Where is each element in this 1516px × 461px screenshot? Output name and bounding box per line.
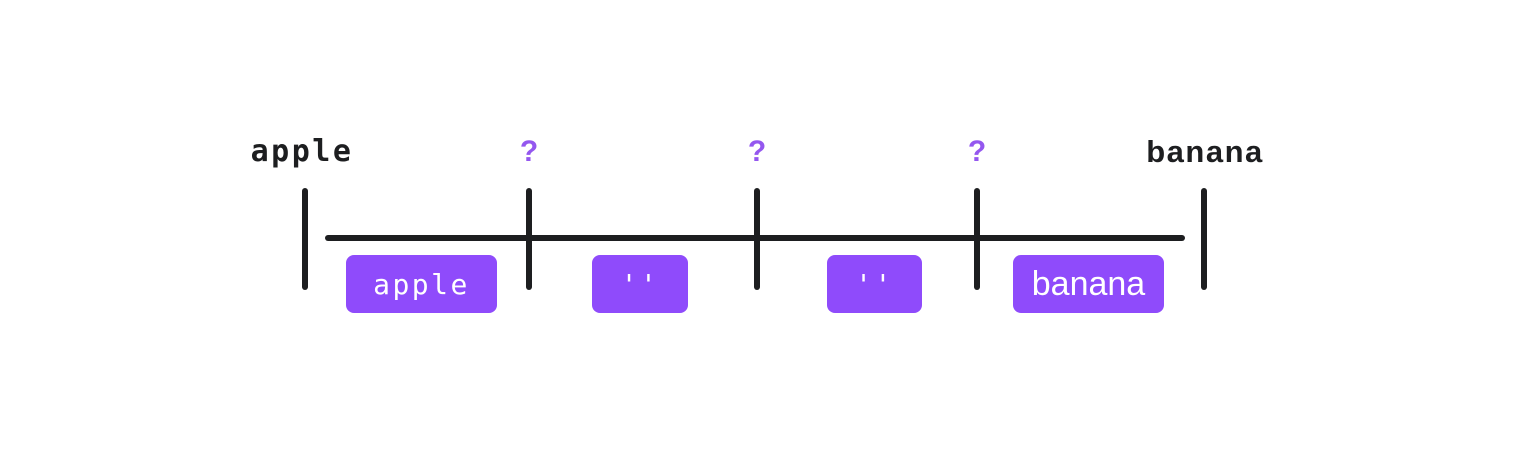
- value-box-empty-2: '': [827, 255, 922, 313]
- tick-apple: [302, 188, 308, 290]
- tick-question-1: [526, 188, 532, 290]
- endpoint-label-banana: banana: [1146, 134, 1264, 169]
- endpoint-label-apple: apple: [250, 134, 354, 169]
- tick-banana: [1201, 188, 1207, 290]
- value-box-empty-1: '': [592, 255, 688, 313]
- tick-question-3: [974, 188, 980, 290]
- question-mark-1: ?: [519, 135, 539, 168]
- value-box-banana: banana: [1013, 255, 1164, 313]
- value-box-apple: apple: [346, 255, 497, 313]
- tick-question-2: [754, 188, 760, 290]
- question-mark-3: ?: [967, 135, 987, 168]
- question-mark-2: ?: [747, 135, 767, 168]
